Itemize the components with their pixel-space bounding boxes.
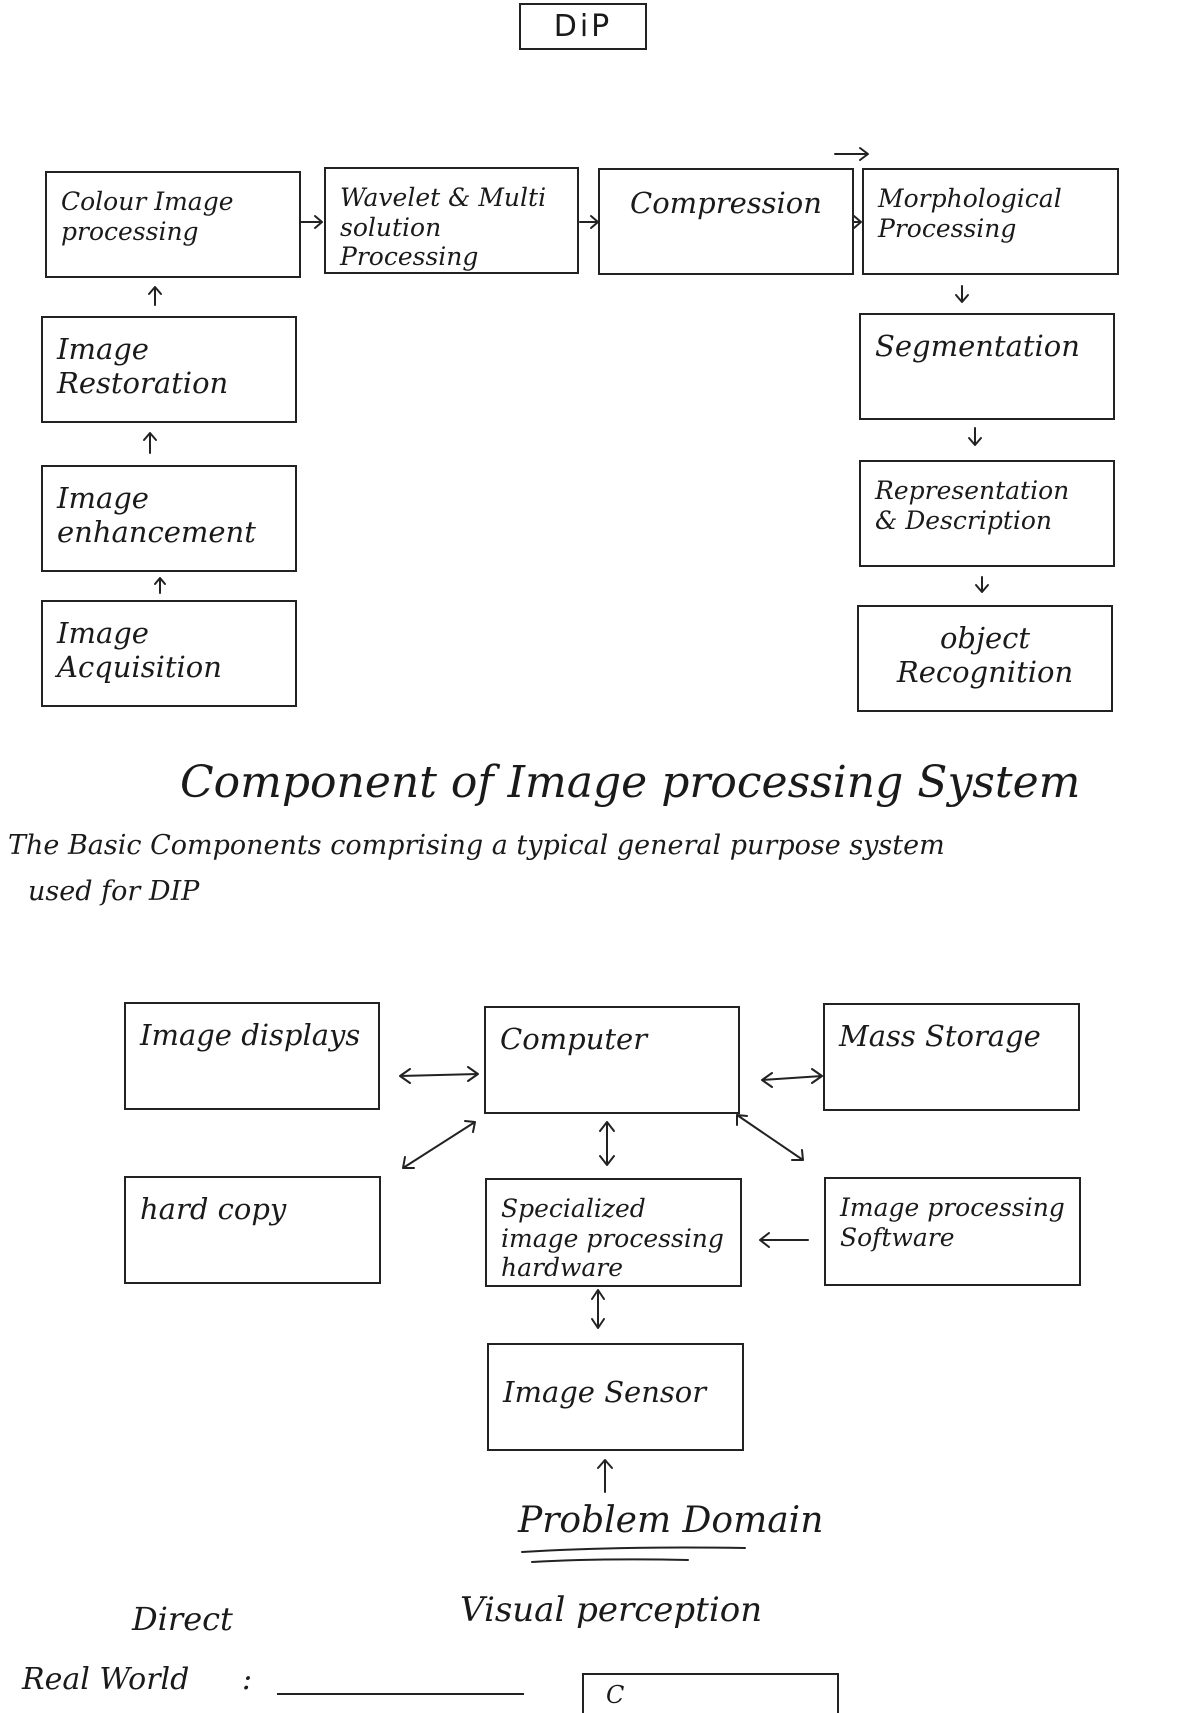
arrow-colour-to-wavelet: [297, 215, 323, 229]
section-description-line1: The Basic Components comprising a typica…: [8, 830, 945, 861]
arrow-segmentation-to-representation: [968, 427, 982, 446]
box-wavelet-processing: Wavelet & Multi solution Processing: [324, 167, 579, 274]
box-image-restoration: Image Restoration: [41, 316, 297, 423]
footer-line: [277, 1693, 524, 1695]
arrow-morph-to-segmentation: [955, 285, 969, 303]
box-colour-image-processing: Colour Image processing: [45, 171, 301, 278]
arrow-acquisition-to-enhancement: [154, 577, 166, 594]
box-image-processing-software: Image processing Software: [824, 1177, 1081, 1286]
box-image-acquisition: Image Acquisition: [41, 600, 297, 707]
footer-partial-box: C: [582, 1673, 839, 1713]
box-hard-copy: hard copy: [124, 1176, 381, 1284]
arrow-computer-storage: [761, 1068, 823, 1088]
box-image-enhancement: Image enhancement: [41, 465, 297, 572]
box-computer: Computer: [484, 1006, 740, 1114]
section-description-line2: used for DIP: [28, 876, 200, 907]
arrow-domain-to-sensor: [597, 1459, 613, 1493]
box-compression: Compression: [598, 168, 854, 275]
arrow-displays-computer: [399, 1066, 479, 1084]
direct-label: Direct: [132, 1600, 233, 1638]
arrow-hardware-sensor: [591, 1289, 605, 1329]
arrow-top-stray: [834, 147, 869, 161]
arrow-restoration-to-colour: [148, 286, 162, 306]
box-object-recognition: object Recognition: [857, 605, 1113, 712]
section-heading: Component of Image processing System: [180, 757, 1081, 808]
footer-partial-box-text: C: [606, 1681, 625, 1709]
real-world-colon: :: [242, 1662, 253, 1697]
box-image-displays: Image displays: [124, 1002, 380, 1110]
arrow-computer-hardcopy: [402, 1120, 476, 1169]
box-specialized-hardware: Specialized image processing hardware: [485, 1178, 742, 1287]
arrow-computer-hardware: [599, 1121, 615, 1166]
arrow-wavelet-to-compression: [579, 215, 599, 229]
box-representation-description: Representation & Description: [859, 460, 1115, 567]
box-image-sensor: Image Sensor: [487, 1343, 744, 1451]
problem-domain-underline: [521, 1546, 746, 1563]
box-segmentation: Segmentation: [859, 313, 1115, 420]
arrow-software-to-hardware: [759, 1232, 809, 1248]
box-mass-storage: Mass Storage: [823, 1003, 1080, 1111]
title-box: DiP: [519, 3, 647, 50]
arrow-computer-software: [736, 1114, 804, 1161]
arrow-enhancement-to-restoration: [143, 432, 157, 454]
problem-domain-label: Problem Domain: [518, 1500, 824, 1541]
box-morphological-processing: Morphological Processing: [862, 168, 1119, 275]
real-world-label: Real World: [22, 1662, 190, 1697]
arrow-representation-to-recognition: [975, 576, 989, 593]
visual-perception-label: Visual perception: [460, 1590, 763, 1630]
